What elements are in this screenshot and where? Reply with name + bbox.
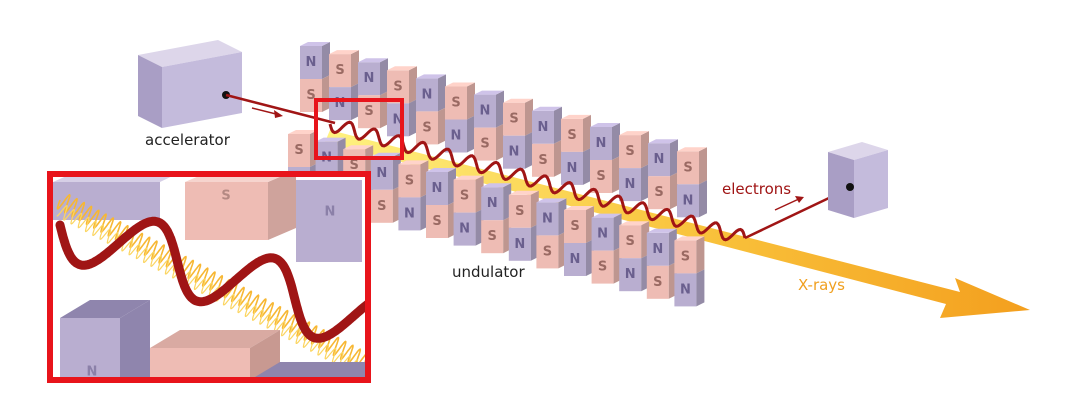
magnet-pole-letter: S — [683, 160, 692, 175]
magnet-pole-letter: N — [538, 120, 549, 135]
svg-text:S: S — [221, 189, 230, 204]
zoom-inset-frame — [47, 171, 371, 383]
magnet-pole-letter: N — [451, 129, 462, 144]
magnet-pole-letter: N — [625, 177, 636, 192]
zoom-inset: S N N — [47, 171, 371, 383]
magnet-pole-letter: S — [451, 96, 460, 111]
lower-row-magnet: SN — [674, 236, 705, 307]
lower-row-magnet: NS — [481, 183, 512, 254]
lower-row-magnet: SN — [564, 206, 594, 276]
exit-direction-arrow — [774, 196, 804, 211]
lower-row-magnet: NS — [646, 228, 677, 299]
upper-row-magnet: SN — [329, 50, 359, 121]
magnet-pole-letter: S — [598, 260, 607, 275]
magnet-pole-letter: N — [393, 112, 404, 127]
upper-row-magnet: SN — [677, 147, 707, 218]
magnet-pole-letter: S — [432, 214, 441, 229]
inset-magnet-north: N — [296, 180, 362, 262]
upper-row-magnet: NS — [358, 58, 388, 129]
magnet-pole-letter: S — [515, 204, 524, 219]
inset-electron-path — [55, 216, 365, 343]
accelerator-label: accelerator — [145, 131, 231, 149]
upper-row-magnet: SN — [561, 114, 591, 185]
lower-row-magnet: NS — [536, 198, 567, 269]
magnet-pole-letter: S — [335, 63, 344, 78]
magnet-pole-letter: S — [364, 104, 373, 119]
upper-row-magnet: SN — [445, 82, 475, 153]
magnet-pole-letter: S — [681, 249, 690, 264]
inset-front-magnets: N — [60, 300, 365, 380]
magnet-pole-letter: S — [393, 79, 402, 94]
magnet-pole-letter: S — [422, 120, 431, 135]
upper-row-magnet: NS — [590, 123, 620, 193]
magnet-pole-letter: S — [625, 144, 634, 159]
electrons-label: electrons — [722, 180, 791, 198]
upper-row-magnet: NS — [474, 90, 504, 161]
magnet-pole-letter: S — [460, 189, 469, 204]
magnet-pole-letter: S — [570, 219, 579, 234]
magnet-pole-letter: S — [306, 88, 315, 103]
upper-row-magnet: NS — [532, 106, 562, 177]
xrays-label: X-rays — [798, 276, 845, 294]
magnet-pole-letter: N — [480, 104, 491, 119]
magnet-pole-letter: N — [364, 71, 375, 86]
magnet-pole-letter: S — [350, 158, 359, 173]
upper-row-magnet: SN — [619, 131, 649, 202]
magnet-pole-letter: N — [404, 206, 415, 221]
inset-magnet-south: S — [185, 177, 296, 240]
magnet-pole-letter: S — [294, 143, 303, 158]
lower-row-magnet: NS — [370, 152, 401, 223]
magnet-pole-letter: N — [509, 145, 520, 160]
magnet-pole-letter: S — [509, 112, 518, 127]
magnet-pole-letter: N — [625, 267, 636, 282]
magnet-pole-letter: S — [480, 137, 489, 152]
svg-text:N: N — [325, 205, 336, 220]
magnet-pole-letter: N — [335, 96, 346, 111]
magnet-pole-letter: N — [654, 152, 665, 167]
magnet-pole-letter: N — [652, 242, 663, 257]
upper-row-magnet: NS — [416, 74, 446, 145]
magnet-pole-letter: N — [683, 193, 694, 208]
lower-row-magnet: SN — [398, 160, 429, 231]
lower-row-magnet: NS — [426, 168, 456, 238]
upper-row-magnet: NS — [648, 139, 678, 210]
magnet-pole-letter: S — [543, 244, 552, 259]
magnet-pole-letter: N — [514, 237, 525, 252]
lower-row-magnet: SN — [508, 190, 539, 261]
zoom-region-box — [314, 98, 404, 160]
magnet-pole-letter: N — [376, 166, 387, 181]
magnet-pole-letter: S — [596, 169, 605, 184]
magnet-pole-letter: N — [542, 211, 553, 226]
lower-row-magnet: SN — [619, 221, 650, 292]
accelerator-box — [138, 40, 242, 128]
magnet-pole-letter: S — [567, 128, 576, 143]
lower-row-magnet: NS — [591, 213, 622, 284]
magnet-pole-letter: N — [487, 196, 498, 211]
magnet-pole-letter: S — [654, 185, 663, 200]
magnet-pole-letter: N — [596, 136, 607, 151]
upper-row-magnet: SN — [503, 98, 533, 169]
magnet-pole-letter: S — [377, 199, 386, 214]
magnet-pole-letter: N — [567, 161, 578, 176]
magnet-pole-letter: S — [626, 234, 635, 249]
entry-direction-arrow — [251, 107, 283, 118]
undulator-label: undulator — [452, 263, 525, 281]
magnet-pole-letter: N — [432, 181, 443, 196]
magnet-pole-letter: N — [680, 282, 691, 297]
magnet-pole-letter: N — [570, 252, 581, 267]
svg-text:N: N — [87, 365, 98, 380]
magnet-pole-letter: S — [488, 229, 497, 244]
magnet-pole-letter: N — [597, 227, 608, 242]
magnet-pole-letter: N — [422, 87, 433, 102]
target-box — [828, 142, 888, 218]
magnet-pole-letter: N — [306, 55, 317, 70]
magnet-pole-letter: S — [653, 275, 662, 290]
magnet-pole-letter: S — [538, 153, 547, 168]
magnet-pole-letter: S — [405, 173, 414, 188]
lower-row-magnet: SN — [453, 175, 484, 246]
magnet-pole-letter: N — [459, 222, 470, 237]
